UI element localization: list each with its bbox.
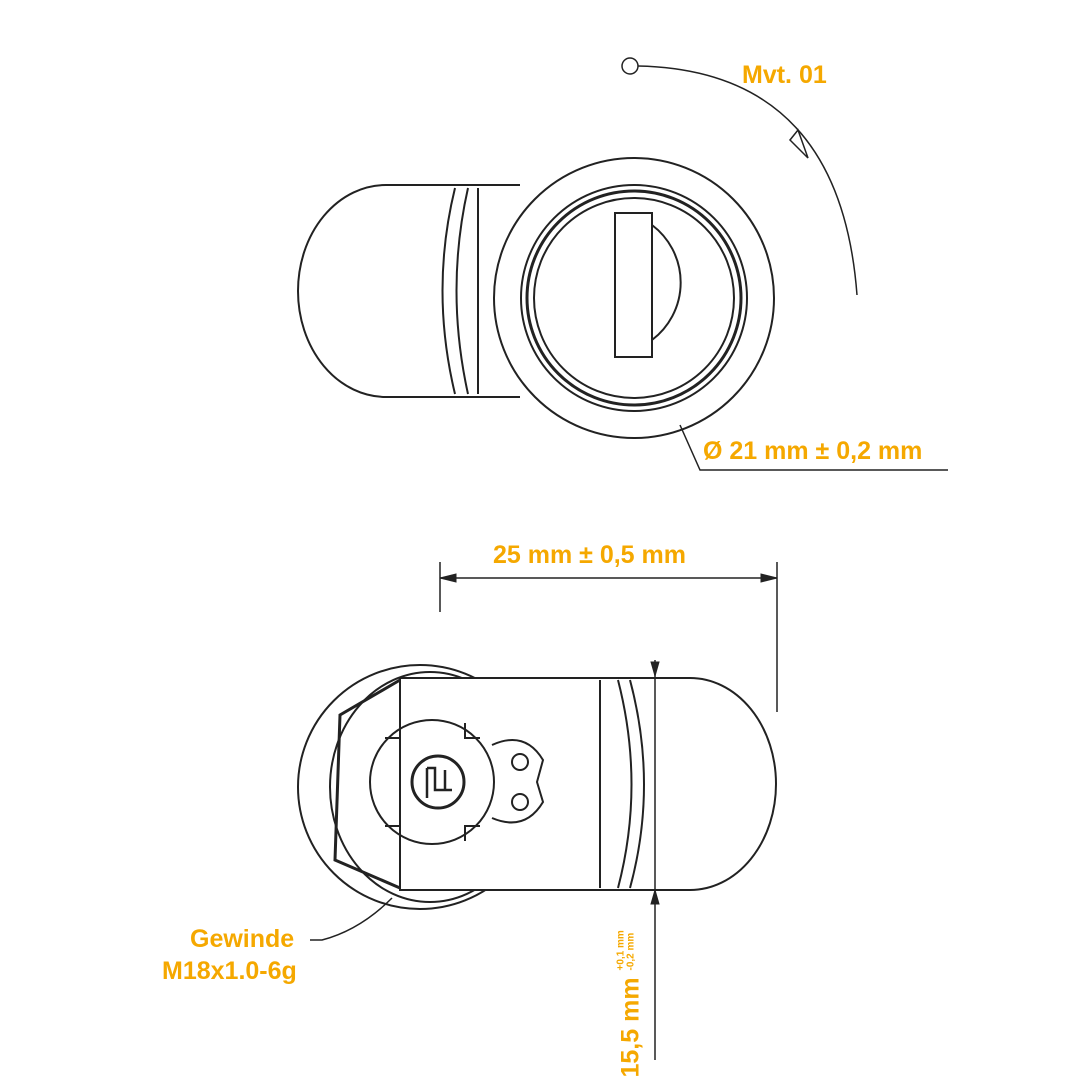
movement-arc [637, 65, 858, 296]
height-tol-minus: -0,2 mm [625, 932, 637, 971]
movement-start-dot [621, 57, 639, 75]
top-housing-ring-2 [525, 189, 743, 407]
height-tolerance: +0,1 mm -0,2 mm [616, 930, 637, 971]
diameter-leader [679, 424, 948, 471]
bottom-lug-hole-2 [511, 793, 529, 811]
bottom-view [297, 562, 778, 1060]
thread-label-line1: Gewinde [190, 925, 295, 953]
length-label: 25 mm ± 0,5 mm [493, 541, 686, 569]
top-cam-body [297, 184, 520, 398]
top-cam-bevel [441, 187, 479, 395]
length-arrows-icon [439, 573, 778, 583]
bottom-cam-bevel [599, 679, 645, 889]
manufacturer-logo [410, 754, 466, 810]
top-housing-outer [493, 157, 775, 439]
top-plug-half [651, 224, 682, 341]
diameter-label: Ø 21 mm ± 0,2 mm [703, 437, 923, 465]
top-view [297, 57, 948, 471]
movement-arrow-icon [788, 128, 809, 159]
thread-label-line2: M18x1.0-6g [162, 957, 297, 985]
top-housing-ring [520, 184, 748, 412]
movement-label: Mvt. 01 [742, 61, 827, 89]
thread-leader [310, 897, 393, 941]
bottom-cross-cutout [385, 723, 480, 841]
bottom-cam-body [399, 677, 777, 891]
bottom-thread-edge [333, 678, 401, 890]
manufacturer-logo-glyph [425, 766, 452, 798]
bottom-lug [491, 739, 545, 824]
bottom-plug [369, 719, 495, 845]
bottom-lug-hole-1 [511, 753, 529, 771]
top-plug [533, 197, 735, 399]
height-label: 15,5 mm +0,1 mm -0,2 mm [616, 928, 646, 1078]
height-value: 15,5 mm [616, 977, 645, 1078]
length-dimension-line [439, 562, 778, 712]
top-key-slot [614, 212, 653, 358]
height-arrows-icon [650, 661, 660, 905]
